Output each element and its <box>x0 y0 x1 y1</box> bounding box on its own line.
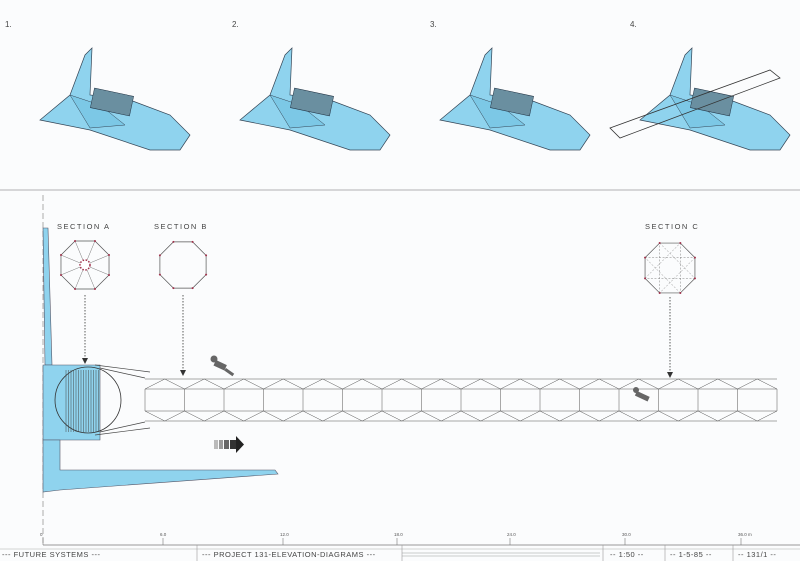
scale-tick-label: 12.0 <box>280 532 289 537</box>
section-a-label: SECTION A <box>57 222 111 231</box>
section-a-diagram <box>59 239 111 291</box>
shuttle-step-3 <box>439 47 591 151</box>
direction-arrow-icon <box>214 436 244 453</box>
section-c-label: SECTION C <box>645 222 700 231</box>
scale-tick-label: 18.0 <box>394 532 403 537</box>
date-label: -- 1-5-85 -- <box>670 550 712 559</box>
scale-tick-label: 0 <box>40 532 43 537</box>
section-b-label: SECTION B <box>154 222 208 231</box>
scale-tick-label: 6.0 <box>160 532 167 537</box>
astronaut-figure-icon <box>633 387 650 402</box>
scale-tick-label: 36.0 m <box>738 532 752 537</box>
section-b-diagram <box>158 240 208 290</box>
step-number: 2. <box>232 20 239 29</box>
scale-label: -- 1:50 -- <box>610 550 644 559</box>
section-c-diagram <box>644 242 696 294</box>
astronaut-figure-icon <box>210 355 235 377</box>
truss-adapter <box>94 364 151 436</box>
shuttle-tail <box>42 227 53 366</box>
shuttle-wing <box>42 439 279 493</box>
shuttle-step-2 <box>239 47 391 151</box>
deployment-drum <box>54 366 122 434</box>
step-number: 4. <box>630 20 637 29</box>
step-number: 1. <box>5 20 12 29</box>
project-title: --- PROJECT 131-ELEVATION-DIAGRAMS --- <box>202 550 376 559</box>
scale-tick-label: 30.0 <box>622 532 631 537</box>
sheet-number: -- 131/1 -- <box>738 550 777 559</box>
step-number: 3. <box>430 20 437 29</box>
company-label: --- FUTURE SYSTEMS --- <box>2 550 101 559</box>
shuttle-step-4 <box>609 47 791 151</box>
truss-boom <box>144 378 778 422</box>
scale-tick-label: 24.0 <box>507 532 516 537</box>
shuttle-step-1 <box>39 47 191 151</box>
